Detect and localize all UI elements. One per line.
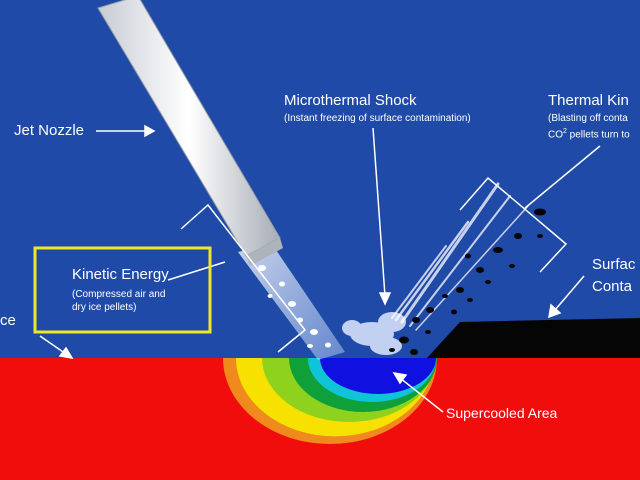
supercooled-label: Supercooled Area	[446, 405, 558, 421]
left-cut-label: ce	[0, 312, 16, 329]
surface-label-line1: Surfac	[592, 256, 636, 273]
ice-pellets	[258, 265, 331, 348]
rebound-streaks	[391, 182, 529, 331]
thermal-desc-line1: (Blasting off conta	[548, 113, 628, 124]
surface-label-line2: Conta	[592, 278, 633, 295]
thermal-title: Thermal Kin	[548, 92, 629, 109]
kinetic-desc-line2: dry ice pellets)	[72, 302, 137, 313]
microthermal-title: Microthermal Shock	[284, 92, 417, 109]
thermal-desc-line2: CO2 pellets turn to	[548, 125, 630, 141]
jet-nozzle-label: Jet Nozzle	[14, 122, 85, 139]
thermal-desc-co: CO	[548, 129, 563, 141]
highlight-box	[33, 246, 212, 334]
thermal-desc-rest: pellets turn to	[566, 129, 630, 141]
supercooled-area	[223, 358, 437, 444]
kinetic-bracket	[167, 203, 307, 353]
jet-nozzle	[97, 0, 283, 266]
microthermal-desc: (Instant freezing of surface contaminati…	[284, 113, 471, 124]
kinetic-desc-line1: (Compressed air and	[72, 289, 166, 300]
contamination-layer	[427, 318, 640, 358]
thermal-bracket	[459, 145, 601, 273]
kinetic-title: Kinetic Energy	[72, 266, 169, 283]
pointer-arrows	[39, 124, 585, 413]
thermal-desc-sup: 2	[563, 128, 567, 135]
debris	[389, 208, 546, 355]
